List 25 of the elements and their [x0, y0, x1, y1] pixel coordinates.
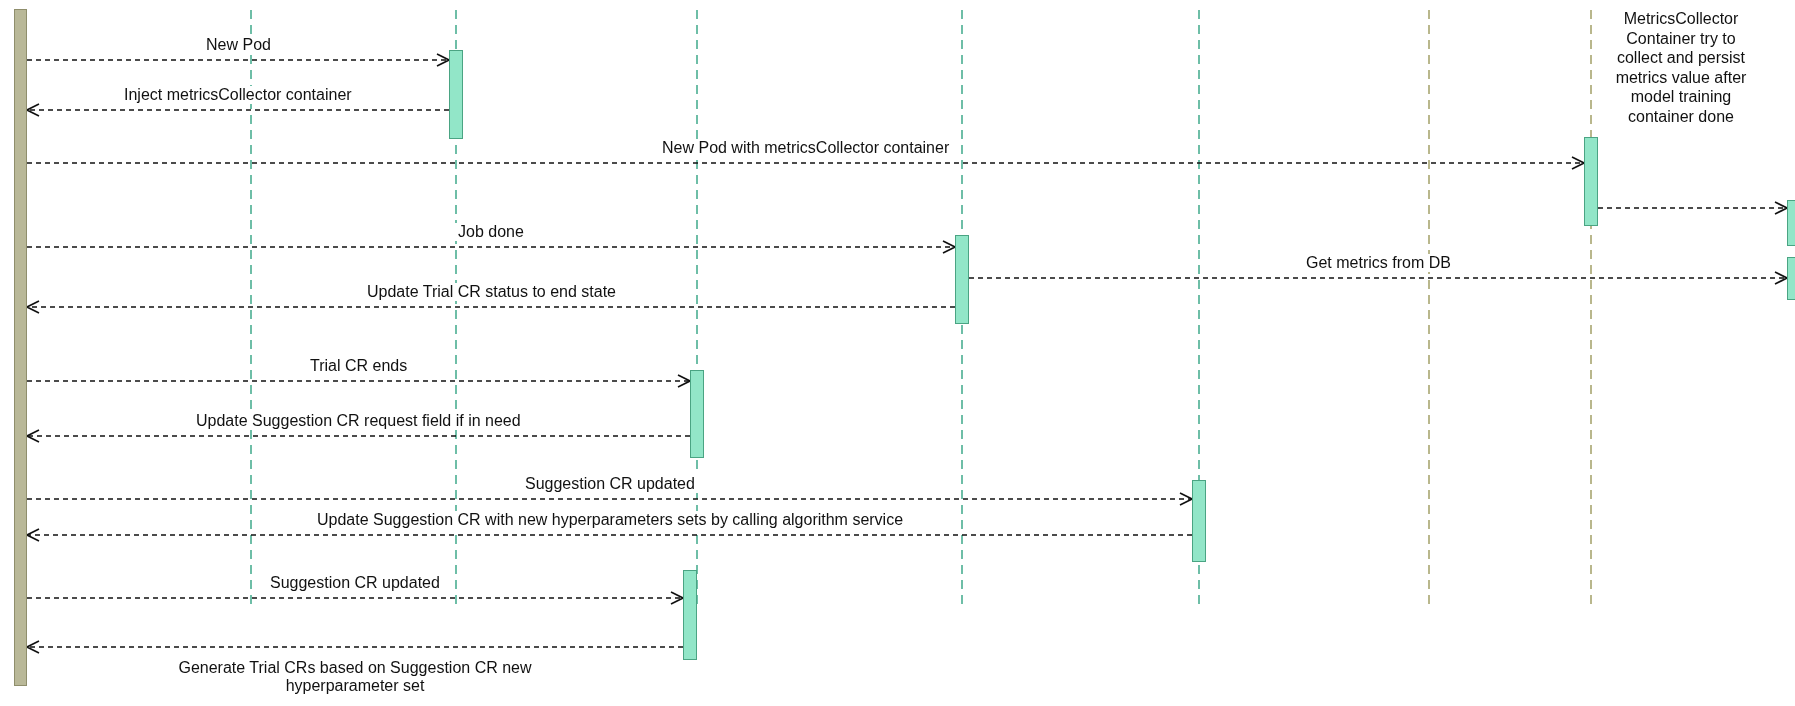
dashed-arrow [26, 591, 684, 605]
activation-bar [1192, 480, 1206, 562]
activation-bar [690, 370, 704, 458]
dashed-arrow [26, 374, 691, 388]
dashed-arrow [26, 300, 956, 314]
dashed-arrow [26, 240, 956, 254]
dashed-arrow [26, 640, 684, 654]
edge-label: Suggestion CR updated [522, 475, 698, 493]
edge-label: Job done [455, 223, 527, 241]
activation-bar [1584, 137, 1598, 226]
dashed-arrow [26, 103, 450, 117]
activation-bar [955, 235, 969, 324]
actor-bar [14, 9, 27, 686]
activation-bar [683, 570, 697, 660]
dashed-arrow [968, 271, 1788, 285]
dashed-arrow [26, 528, 1193, 542]
edge-label: Get metrics from DB [1303, 254, 1454, 272]
dashed-arrow [26, 429, 691, 443]
dashed-arrow [1597, 201, 1788, 215]
activation-bar [1787, 257, 1795, 300]
activation-bar [1787, 200, 1795, 246]
dashed-arrow [26, 156, 1585, 170]
activation-bar [449, 50, 463, 139]
dashed-arrow [26, 53, 450, 67]
dashed-arrow [26, 492, 1193, 506]
